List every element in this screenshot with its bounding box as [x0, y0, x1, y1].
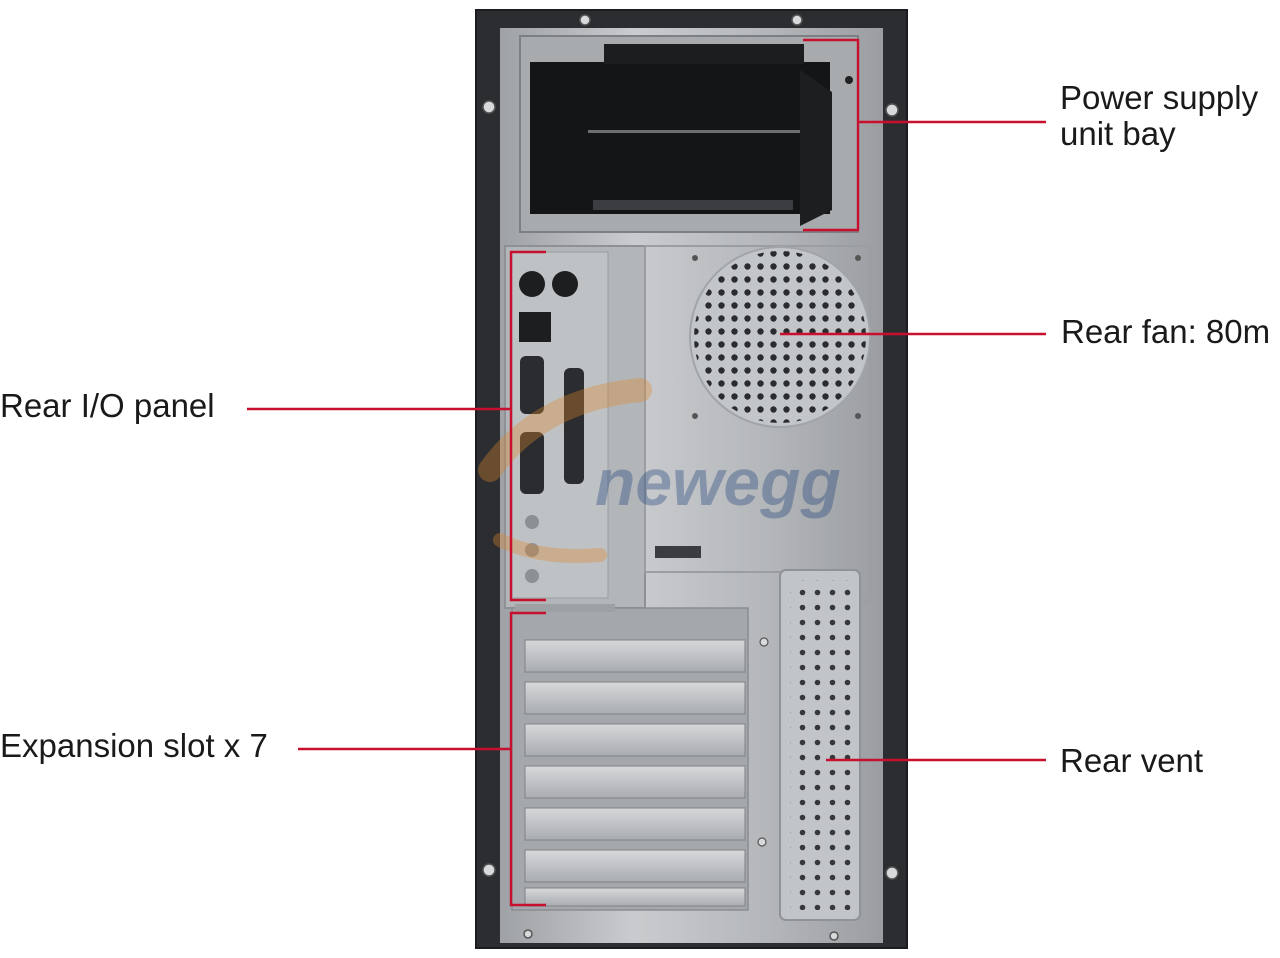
frame-screws: [482, 14, 899, 941]
psu-callout: Power supply unit bay: [1060, 80, 1258, 152]
slots-leader: [298, 611, 546, 907]
expansion-slots: [511, 604, 749, 911]
rear-fan-grille: [689, 246, 871, 428]
vent-callout: Rear vent: [1060, 742, 1204, 779]
psu-label-line1: Power supply: [1060, 79, 1259, 116]
psu-label-line2: unit bay: [1060, 115, 1176, 152]
slots-callout: Expansion slot x 7: [0, 727, 268, 764]
rear-vent: [757, 569, 861, 921]
fan-callout: Rear fan: 80m: [1061, 313, 1271, 350]
io-callout: Rear I/O panel: [0, 387, 215, 424]
psu-bay: [519, 35, 859, 233]
rear-io-panel: [504, 245, 646, 609]
psu-leader: [803, 38, 1046, 232]
io-leader: [247, 250, 546, 602]
newegg-watermark: newegg: [478, 378, 841, 563]
leader-lines: [247, 38, 1046, 907]
watermark-text: newegg: [595, 445, 841, 519]
